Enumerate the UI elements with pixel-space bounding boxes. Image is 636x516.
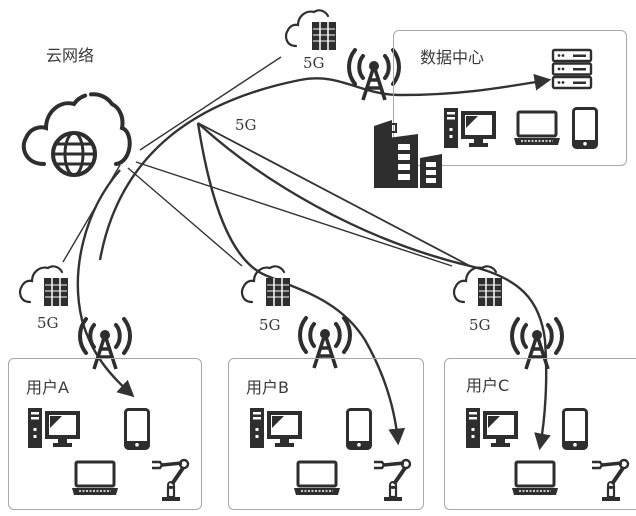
user-b-5g-label: 5G [259, 316, 281, 334]
link-5g-node-to-edge-c [197, 122, 471, 267]
user-c-desktop-icon [466, 408, 520, 448]
user-b-robot-arm-icon [372, 456, 416, 502]
user-c-cell-tower-icon [508, 313, 566, 371]
data-center-panel [393, 30, 627, 166]
arrow-to-user-b [196, 122, 406, 446]
user-a-label: 用户A [26, 378, 69, 397]
user-a-edge-cloud-server-icon [16, 262, 76, 306]
arrow-to-user-a [76, 169, 135, 398]
user-c-label: 用户C [466, 376, 510, 395]
user-b-panel [228, 358, 424, 510]
user-b-cell-tower-icon [296, 312, 354, 370]
link-hub-to-edge-b [127, 167, 243, 267]
smartphone-icon [572, 107, 598, 149]
user-b-smartphone-icon [346, 408, 372, 450]
user-b-edge-cloud-server-icon [238, 262, 298, 306]
server-rack-icon [551, 48, 593, 90]
user-c-smartphone-icon [562, 408, 588, 450]
user-c-edge-cloud-server-icon [450, 262, 510, 306]
desktop-computer-icon [444, 108, 498, 148]
arrow-to-user-c [197, 122, 551, 451]
laptop-icon [512, 110, 562, 146]
user-a-panel [8, 358, 202, 510]
link-hub-to-edge-c [135, 161, 453, 267]
user-a-laptop-icon [70, 460, 120, 496]
user-b-label: 用户B [246, 378, 289, 397]
office-building-icon [372, 118, 446, 188]
user-a-5g-label: 5G [37, 314, 59, 332]
user-a-robot-arm-icon [150, 456, 194, 502]
arrow-to-data-center [98, 73, 552, 261]
user-c-robot-arm-icon [590, 456, 634, 502]
data-center-label: 数据中心 [420, 48, 485, 67]
user-a-desktop-icon [28, 408, 82, 448]
user-c-panel [444, 358, 636, 510]
cloud-network-label: 云网络 [46, 46, 95, 65]
user-c-5g-label: 5G [469, 316, 491, 334]
user-a-smartphone-icon [124, 408, 150, 450]
user-a-cell-tower-icon [76, 313, 134, 371]
edge-cloud-server-icon [282, 8, 342, 52]
link-hub-to-top-edge [139, 56, 282, 151]
backbone-5g-label: 5G [235, 116, 257, 134]
cell-tower-icon [345, 44, 403, 102]
cloud-globe-icon [16, 78, 134, 180]
user-b-desktop-icon [250, 408, 304, 448]
user-c-laptop-icon [510, 460, 560, 496]
top-edge-5g-label: 5G [303, 54, 325, 72]
user-b-laptop-icon [292, 460, 342, 496]
